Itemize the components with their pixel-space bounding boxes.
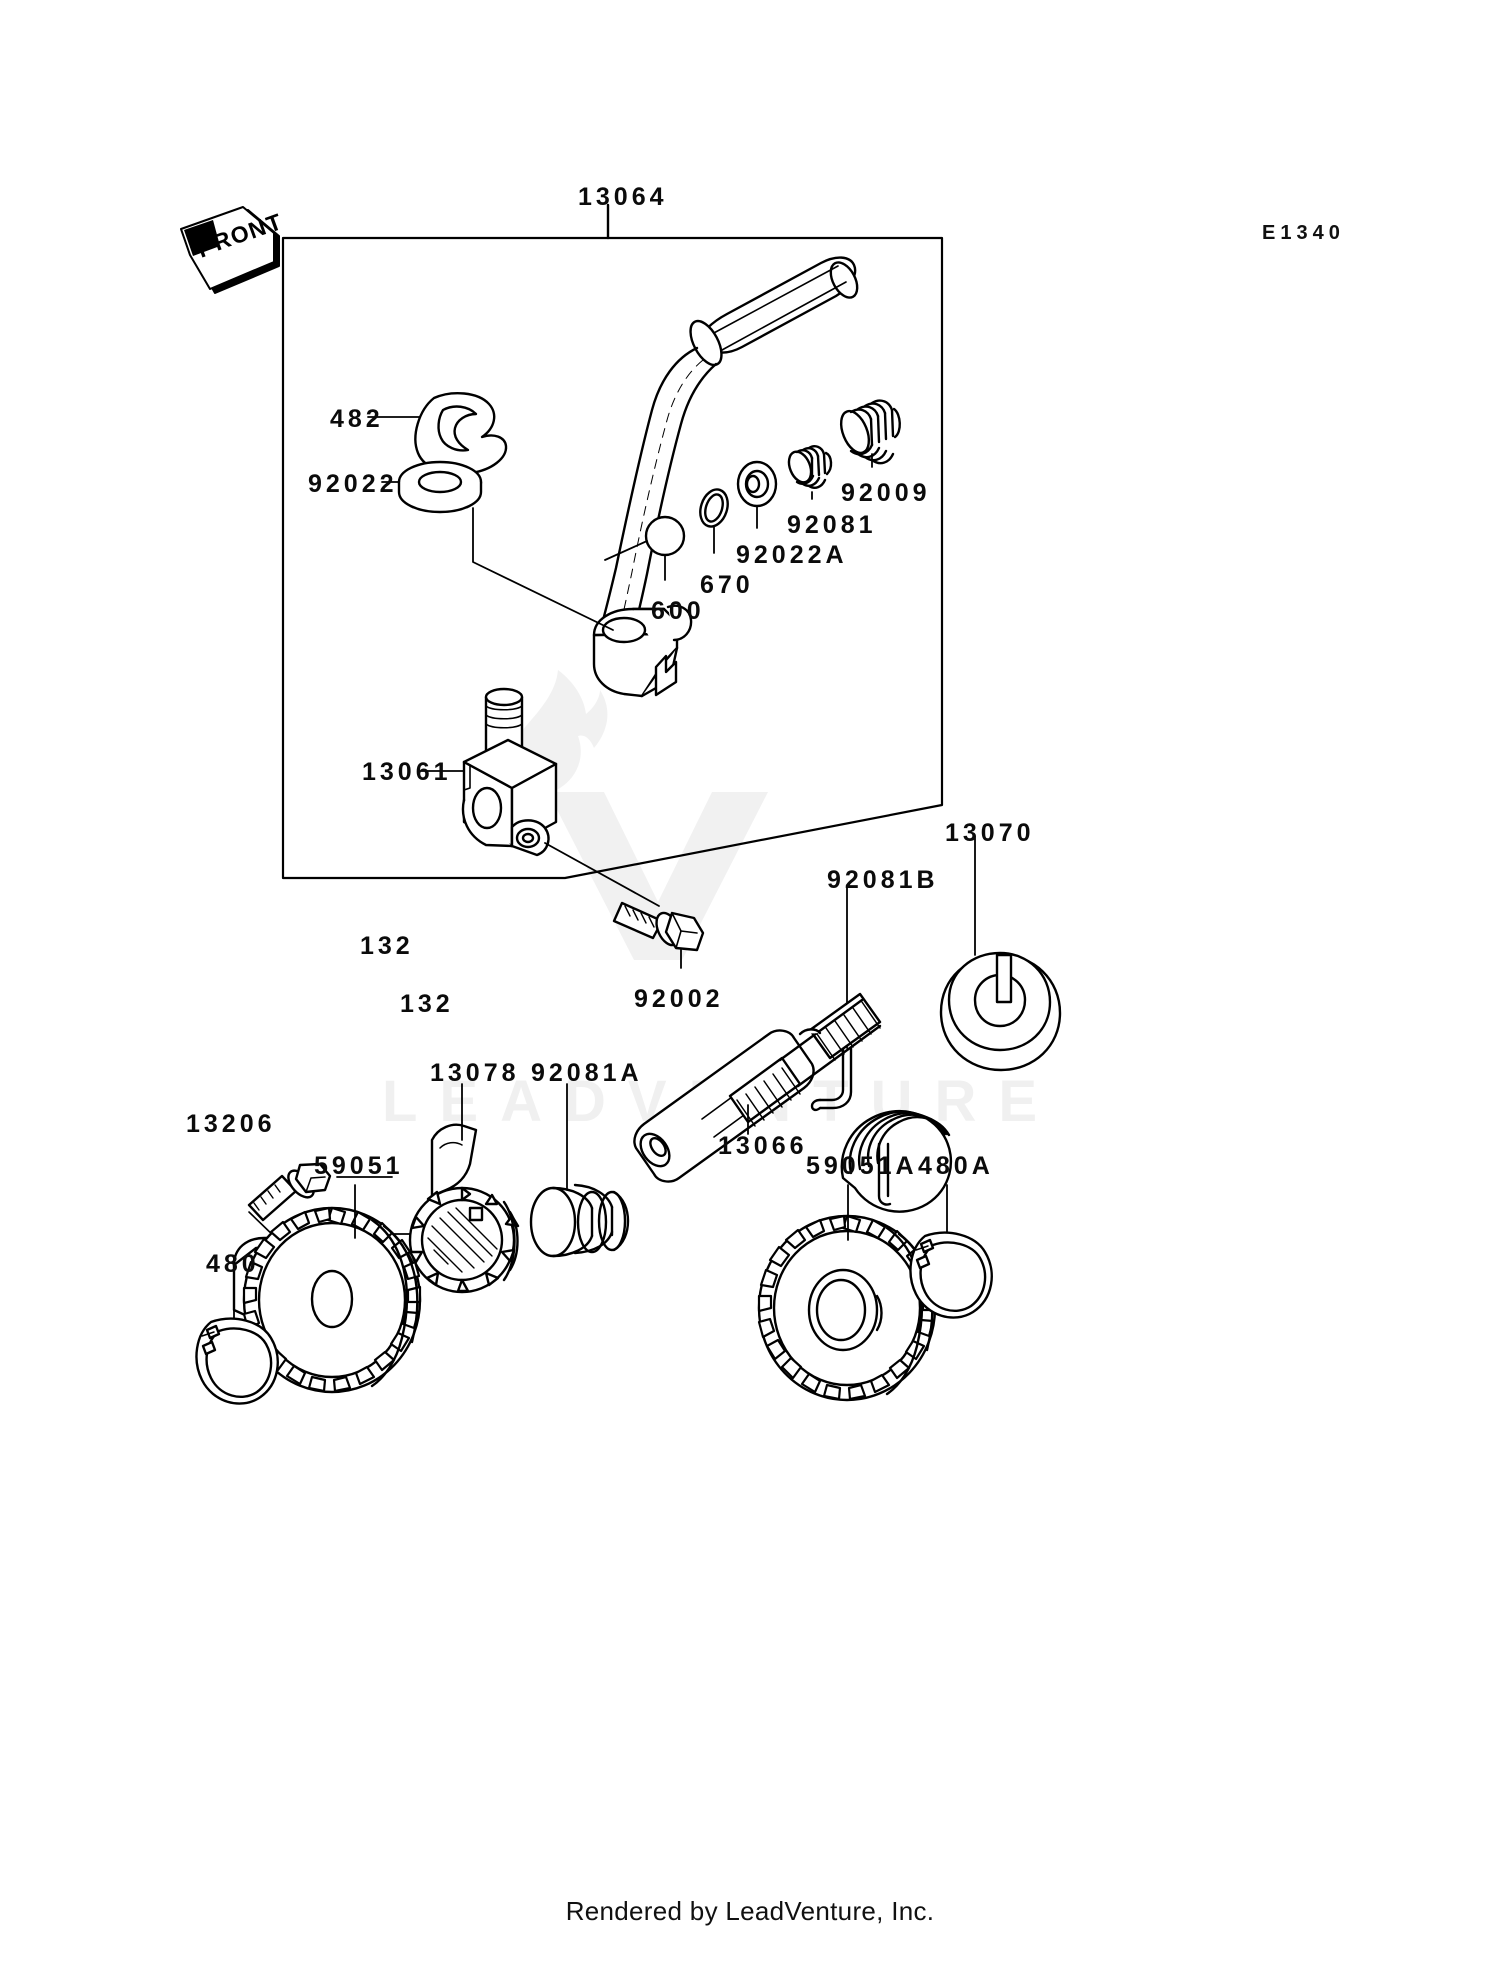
callout-59051A[interactable]: 59051A	[806, 1152, 918, 1180]
diagram-code: E1340	[1262, 222, 1345, 244]
callout-132-upper[interactable]: 132	[360, 932, 414, 960]
leader-92022	[472, 507, 614, 631]
callout-482[interactable]: 482	[330, 405, 384, 433]
callout-92009[interactable]: 92009	[841, 479, 931, 507]
callout-600[interactable]: 600	[651, 597, 705, 625]
callout-480[interactable]: 480	[206, 1250, 260, 1278]
callout-13064[interactable]: 13064	[578, 183, 668, 211]
part-670-o-ring	[699, 488, 729, 528]
callout-13066[interactable]: 13066	[718, 1132, 808, 1160]
part-92009-spring-sleeve	[839, 399, 901, 465]
part-600-steel-ball	[644, 515, 686, 557]
part-13078-ratchet-wheel	[408, 1123, 520, 1294]
callout-480A[interactable]: 480A	[918, 1152, 994, 1180]
callout-92022A[interactable]: 92022A	[736, 541, 848, 569]
part-480-circlip	[195, 1317, 279, 1405]
part-92022-washer	[397, 460, 483, 514]
part-92081B-torsion-spring	[810, 1046, 953, 1213]
footer-attribution: Rendered by LeadVenture, Inc.	[565, 1896, 935, 1926]
part-92002-flange-bolt	[612, 901, 705, 952]
part-92022A-washer	[736, 460, 778, 508]
leader-600b	[604, 540, 648, 561]
callout-92022[interactable]: 92022	[308, 470, 398, 498]
callout-13078[interactable]: 13078	[430, 1059, 520, 1087]
callout-92081A[interactable]: 92081A	[531, 1059, 643, 1087]
callout-92081B[interactable]: 92081B	[827, 866, 939, 894]
part-92081A-return-spring	[529, 1183, 630, 1258]
callout-13070[interactable]: 13070	[945, 819, 1035, 847]
part-13061-kick-lever-holder	[461, 687, 558, 857]
front-arrow-icon: F R O N T	[180, 206, 285, 294]
part-92081-spring	[787, 445, 833, 489]
callout-13061[interactable]: 13061	[362, 758, 452, 786]
assembly-group-box	[281, 236, 944, 880]
part-132-bolt-upper	[247, 1162, 332, 1222]
part-13070-guide-collar	[939, 951, 1062, 1072]
callout-59051[interactable]: 59051	[314, 1152, 404, 1180]
part-480A-circlip	[909, 1231, 993, 1319]
callout-670[interactable]: 670	[700, 571, 754, 599]
leader-13061-b	[544, 842, 660, 907]
part-482-e-clip	[414, 392, 508, 476]
callout-92002[interactable]: 92002	[634, 985, 724, 1013]
callout-13206[interactable]: 13206	[186, 1110, 276, 1138]
part-59051-kick-gear	[242, 1206, 422, 1394]
callout-92081[interactable]: 92081	[787, 511, 877, 539]
callout-132-lower[interactable]: 132	[400, 990, 454, 1018]
part-59051A-kick-idle-gear	[757, 1214, 937, 1402]
part-13066-kick-shaft	[633, 992, 882, 1183]
part-13064-kick-pedal	[592, 256, 859, 698]
